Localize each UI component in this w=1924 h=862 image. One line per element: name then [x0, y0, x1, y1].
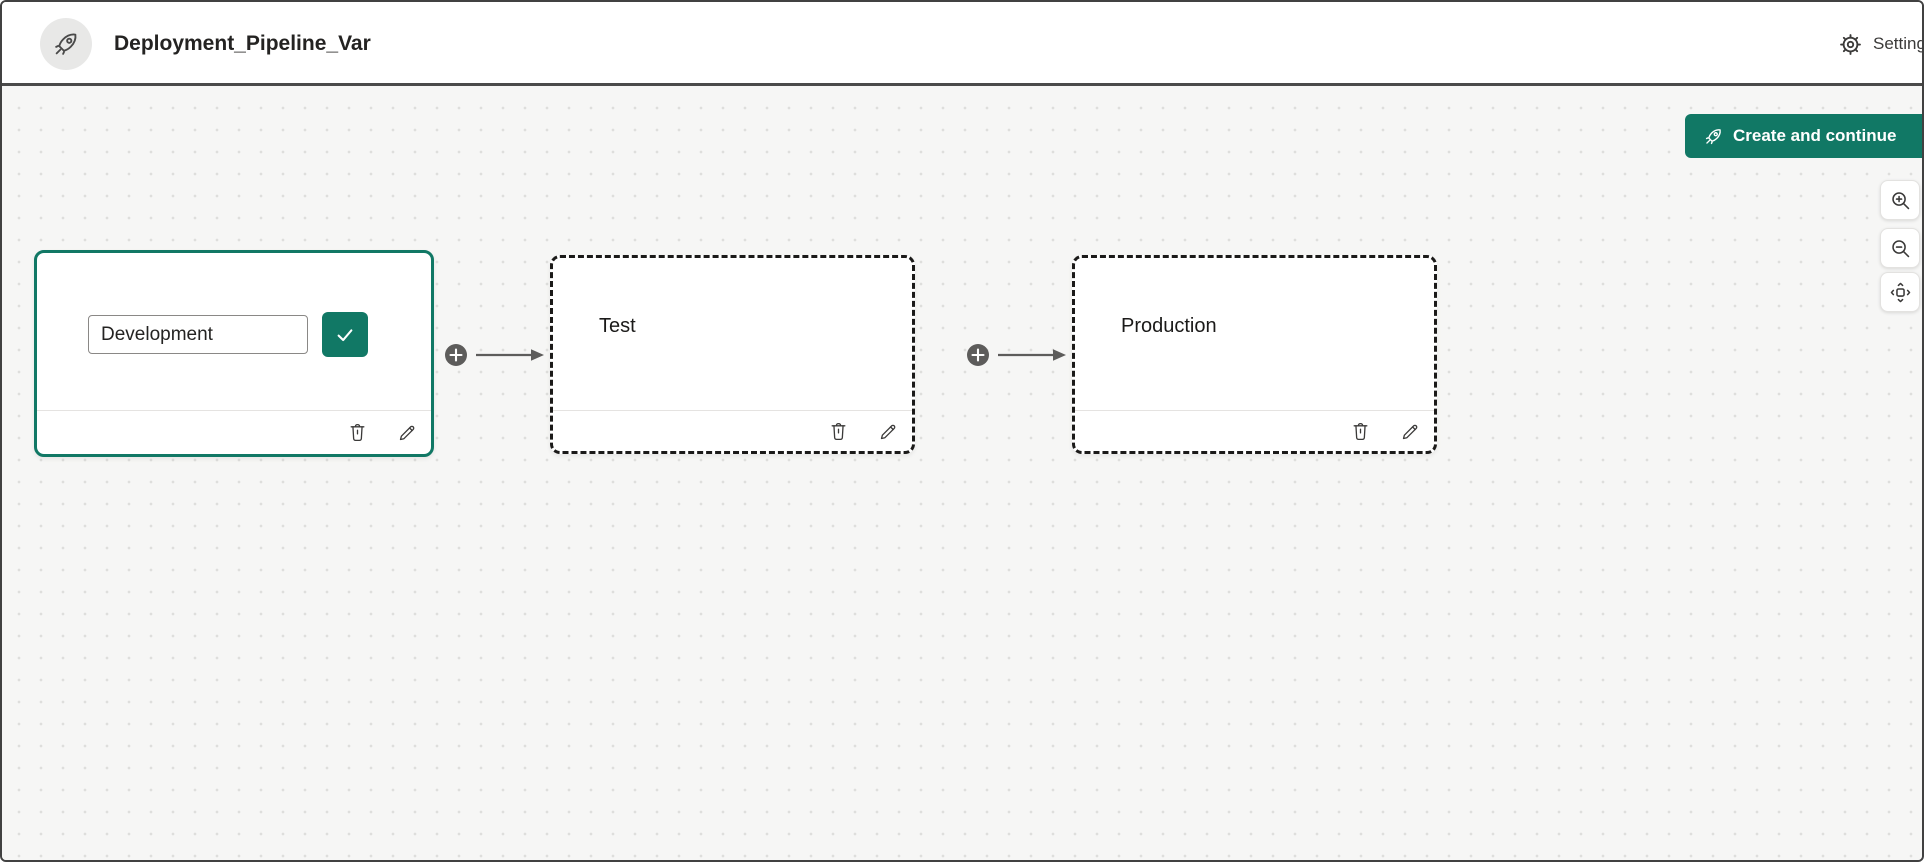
stage-card-test: Test: [550, 255, 915, 454]
stage-card-production: Production: [1072, 255, 1437, 454]
stage-name-label: Test: [599, 315, 636, 337]
delete-stage-button[interactable]: [826, 419, 850, 443]
pipeline-canvas: [2, 89, 1922, 860]
stage-card-footer: [553, 410, 912, 451]
create-and-continue-button[interactable]: Create and continue: [1685, 114, 1922, 158]
zoom-in-button[interactable]: [1880, 180, 1920, 220]
confirm-stage-name-button[interactable]: [322, 312, 368, 357]
stage-card-footer: [37, 410, 431, 454]
edit-stage-button[interactable]: [876, 419, 900, 443]
fit-view-button[interactable]: [1880, 272, 1920, 312]
trash-icon: [347, 422, 368, 443]
pencil-icon: [1400, 421, 1421, 442]
settings-button[interactable]: Settings: [1838, 2, 1922, 83]
zoom-out-button[interactable]: [1880, 228, 1920, 268]
settings-label: Settings: [1873, 34, 1922, 53]
trash-icon: [1350, 421, 1371, 442]
arrow-right-icon: [475, 348, 547, 362]
rocket-icon: [51, 29, 81, 59]
stage-card-development: [34, 250, 434, 457]
zoom-in-icon: [1889, 189, 1912, 212]
edit-stage-button[interactable]: [395, 421, 419, 445]
create-and-continue-label: Create and continue: [1733, 126, 1897, 145]
trash-icon: [828, 421, 849, 442]
stage-name-label: Production: [1121, 315, 1217, 337]
stage-card-footer: [1075, 410, 1434, 451]
pencil-icon: [878, 421, 899, 442]
rocket-icon: [1703, 126, 1724, 147]
header: Deployment_Pipeline_Var Settings: [2, 2, 1922, 86]
pencil-icon: [397, 422, 418, 443]
zoom-out-icon: [1889, 237, 1912, 260]
page-title: Deployment_Pipeline_Var: [114, 32, 371, 55]
fit-view-icon: [1889, 281, 1912, 304]
checkmark-icon: [334, 324, 356, 346]
arrow-right-icon: [997, 348, 1069, 362]
delete-stage-button[interactable]: [345, 421, 369, 445]
add-stage-button[interactable]: [445, 344, 467, 366]
edit-stage-button[interactable]: [1398, 419, 1422, 443]
plus-icon: [971, 348, 985, 362]
gear-icon: [1838, 32, 1863, 57]
add-stage-button[interactable]: [967, 344, 989, 366]
plus-icon: [449, 348, 463, 362]
stage-name-input[interactable]: [88, 315, 308, 354]
delete-stage-button[interactable]: [1348, 419, 1372, 443]
pipeline-avatar: [40, 18, 92, 70]
